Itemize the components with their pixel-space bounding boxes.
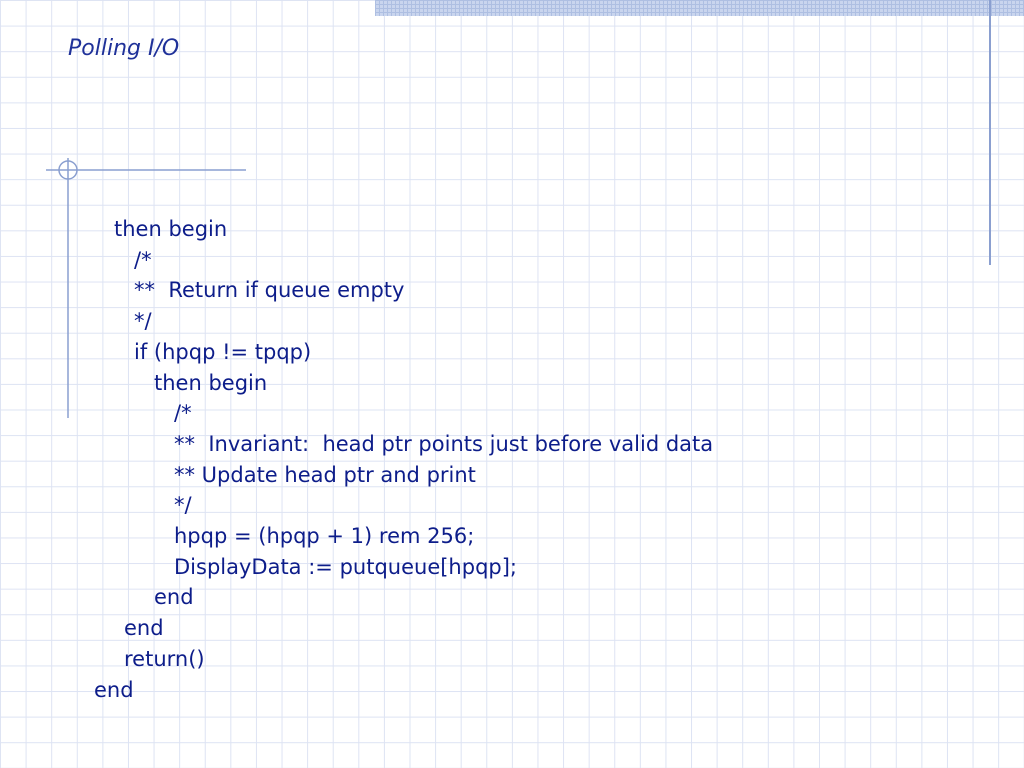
code-line: end: [154, 585, 194, 610]
code-line: then begin: [154, 370, 268, 395]
code-line: /*: [134, 247, 152, 272]
right-vertical-rule: [989, 0, 991, 265]
code-line: then begin: [114, 217, 228, 241]
code-line: /*: [174, 401, 192, 426]
header-decoration-band: [375, 0, 1024, 16]
crosshair-decoration-icon: [46, 158, 246, 418]
code-line: end: [124, 616, 164, 641]
code-line: DisplayData := putqueue[hpqp];: [174, 554, 517, 579]
code-line: return(): [124, 646, 205, 671]
code-line: hpqp = (hpqp + 1) rem 256;: [174, 524, 475, 548]
code-line: end: [94, 677, 134, 702]
code-line: ** Update head ptr and print: [174, 462, 476, 487]
code-line: ** Invariant: head ptr points just befor…: [174, 431, 714, 456]
code-line: */: [174, 493, 192, 518]
slide-title: Polling I/O: [68, 36, 180, 61]
code-line: if (hpqp != tpqp): [134, 339, 312, 364]
code-line: */: [134, 309, 152, 334]
code-line: ** Return if queue empty: [134, 278, 405, 303]
